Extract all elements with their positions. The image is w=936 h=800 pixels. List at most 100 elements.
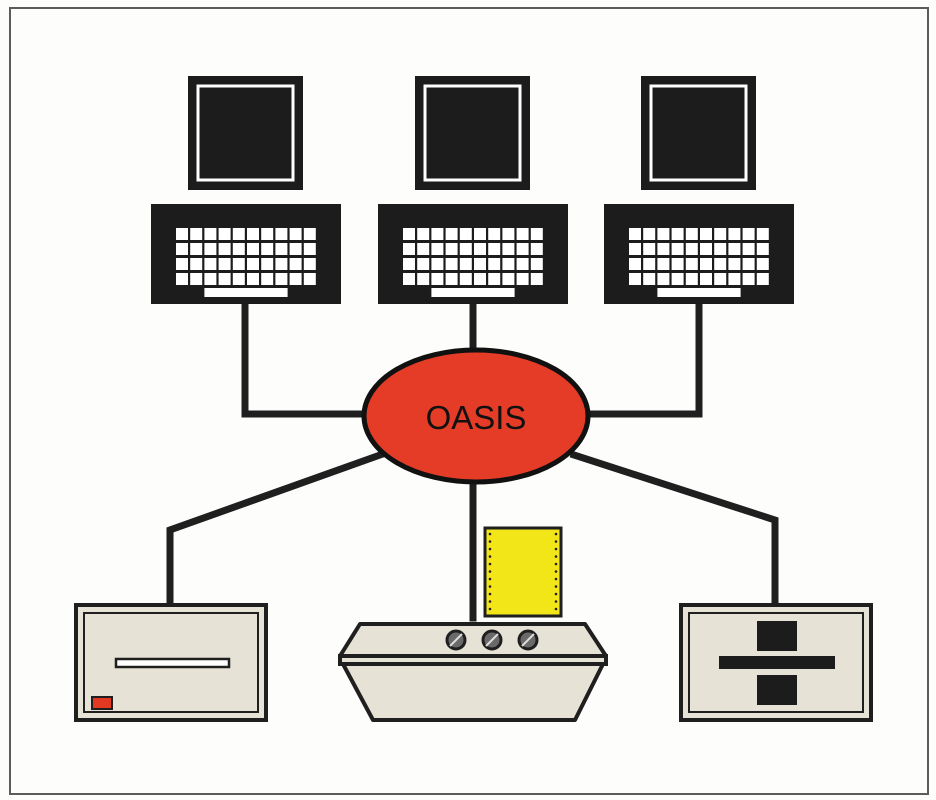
connection-line — [584, 298, 703, 418]
keyboard-key — [190, 228, 203, 240]
keyboard-key — [671, 228, 684, 240]
keyboard-spacebar — [657, 288, 741, 297]
keyboard-key — [488, 273, 501, 285]
keyboard-key — [232, 228, 245, 240]
keyboard-key — [714, 228, 727, 240]
keyboard-keys — [176, 228, 316, 297]
keyboard-key — [657, 258, 670, 270]
keyboard-key — [459, 243, 472, 255]
perforation-dot — [554, 607, 558, 611]
keyboard-key — [459, 258, 472, 270]
keyboard-key — [530, 243, 543, 255]
keyboard-key — [685, 228, 698, 240]
keyboard-key — [303, 273, 316, 285]
keyboard-key — [629, 258, 641, 270]
perforation-dot — [554, 555, 558, 558]
keyboard-key — [474, 258, 486, 270]
hub-label: OASIS — [426, 399, 527, 436]
keyboard-key — [671, 258, 684, 270]
keyboard-key — [417, 228, 430, 240]
keyboard-key — [502, 258, 515, 270]
perforation-dot — [488, 585, 492, 588]
keyboard-key — [218, 258, 231, 270]
keyboard-key — [714, 273, 727, 285]
keyboard-key — [176, 243, 188, 255]
keyboard-key — [190, 258, 203, 270]
perforation-dot — [554, 577, 558, 581]
keyboard-key — [685, 258, 698, 270]
keyboard-key — [218, 243, 231, 255]
keyboard-key — [417, 273, 430, 285]
keyboard-key — [714, 243, 727, 255]
disk-drive-icon — [74, 603, 268, 722]
keyboard-key — [204, 258, 217, 270]
keyboard-key — [204, 273, 217, 285]
perforation-dot — [488, 532, 492, 536]
keyboard-key — [431, 228, 444, 240]
keyboard-key — [247, 228, 259, 240]
keyboard-key — [403, 243, 415, 255]
perforation-dot — [488, 540, 492, 543]
keyboard-key — [204, 228, 217, 240]
keyboard-key — [289, 228, 302, 240]
keyboard-key — [275, 228, 288, 240]
keyboard-spacebar — [204, 288, 288, 297]
keyboard-key — [488, 228, 501, 240]
keyboard-key — [218, 228, 231, 240]
keyboard-key — [756, 273, 769, 285]
keyboard-key — [728, 273, 741, 285]
keyboard-key — [728, 243, 741, 255]
keyboard-key — [417, 243, 430, 255]
keyboard-key — [671, 243, 684, 255]
keyboard-key — [261, 273, 274, 285]
keyboard-key — [445, 243, 458, 255]
keyboard-key — [403, 273, 415, 285]
keyboard-key — [232, 273, 245, 285]
perforation-dot — [488, 577, 492, 581]
keyboard-key — [502, 273, 515, 285]
paper-perforations — [488, 532, 558, 611]
printer-knobs — [445, 629, 539, 651]
keyboard-key — [275, 273, 288, 285]
keyboard-key — [459, 273, 472, 285]
computer-terminal-icon — [604, 76, 794, 304]
keyboard-key — [516, 243, 529, 255]
keyboard-key — [247, 258, 259, 270]
keyboard-key — [516, 273, 529, 285]
perforation-dot — [554, 532, 558, 536]
keyboard-key — [488, 258, 501, 270]
keyboard-key — [657, 273, 670, 285]
keyboard-key — [247, 243, 259, 255]
keyboard-key — [530, 228, 543, 240]
printer-icon — [338, 526, 608, 722]
keyboard-key — [176, 258, 188, 270]
power-indicator — [91, 696, 113, 710]
keyboard-key — [742, 258, 755, 270]
keyboard-key — [232, 243, 245, 255]
keyboard-key — [629, 228, 641, 240]
keyboard-key — [643, 273, 656, 285]
keyboard-key — [417, 258, 430, 270]
keyboard-key — [700, 243, 712, 255]
disk-slot — [114, 657, 231, 669]
keyboard-key — [530, 273, 543, 285]
keyboard-key — [218, 273, 231, 285]
connection-line — [166, 450, 385, 608]
perforation-dot — [554, 570, 558, 573]
perforation-dot — [488, 607, 492, 611]
keyboard-key — [289, 243, 302, 255]
perforation-dot — [554, 585, 558, 588]
keyboard-key — [303, 243, 316, 255]
paper-sheet — [483, 526, 563, 618]
perforation-dot — [488, 600, 492, 603]
keyboard-key — [232, 258, 245, 270]
keyboard-key — [261, 258, 274, 270]
keyboard-key — [403, 258, 415, 270]
keyboard-key — [629, 243, 641, 255]
computer-terminal-icon — [151, 76, 341, 304]
keyboard-key — [714, 258, 727, 270]
keyboard-key — [289, 258, 302, 270]
keyboard-key — [516, 258, 529, 270]
keyboard-key — [742, 228, 755, 240]
